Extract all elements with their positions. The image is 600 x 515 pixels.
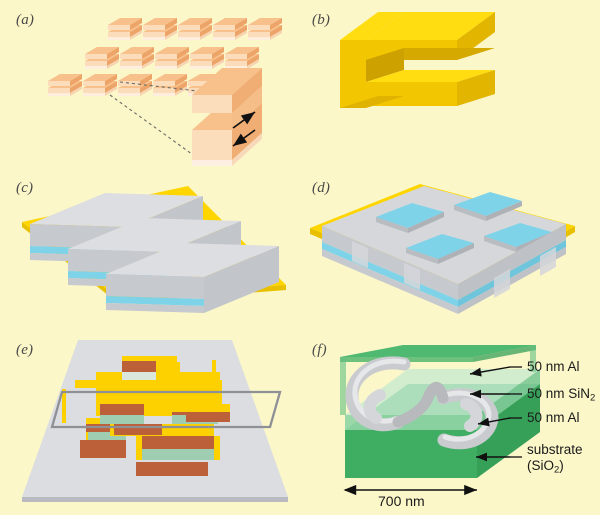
panel-label-c: (c) xyxy=(16,180,34,196)
callout-label-al-top: 50 nm Al xyxy=(527,359,580,374)
callout-label-substrate-line2-end: ) xyxy=(559,457,564,473)
panel-c-artwork xyxy=(22,186,286,313)
callout-label-sin2: 50 nm SiN2 xyxy=(527,386,595,404)
fishnet-apertures xyxy=(376,192,552,264)
callout-label-al-bottom: 50 nm Al xyxy=(527,410,580,425)
callout-label-substrate-line2: (SiO xyxy=(527,457,554,473)
current-direction-arrows xyxy=(232,111,256,147)
callout-label-substrate: substrate (SiO2) xyxy=(527,442,583,476)
panel-f-artwork xyxy=(340,345,540,496)
unit-cell-wireframe xyxy=(50,390,282,429)
magnified-unit-cell xyxy=(192,68,262,166)
panel-label-f: (f) xyxy=(312,342,327,358)
callout-label-substrate-subscript: 2 xyxy=(554,464,560,476)
panel-b-artwork xyxy=(340,12,495,108)
dimension-label-700nm: 700 nm xyxy=(378,493,425,509)
callout-arrow-al-top xyxy=(469,366,511,377)
callout-label-substrate-line1: substrate xyxy=(527,442,583,457)
panel-f-callout-arrows xyxy=(469,366,511,462)
magnifier-guide-lines xyxy=(109,81,233,158)
callout-label-sin2-text: 50 nm SiN xyxy=(527,386,591,401)
grating-stripe-front xyxy=(106,243,279,313)
panel-d-artwork xyxy=(310,184,575,314)
panel-a-artwork xyxy=(48,18,282,166)
panel-label-a: (a) xyxy=(16,12,35,28)
multilayer-stack xyxy=(62,356,230,476)
panel-label-b: (b) xyxy=(312,12,331,28)
panel-label-e: (e) xyxy=(16,342,34,358)
callout-label-sin2-subscript: 2 xyxy=(590,392,596,404)
panel-label-d: (d) xyxy=(312,180,331,196)
s-shaped-al-resonator xyxy=(345,356,499,450)
callout-arrow-al-bottom xyxy=(477,417,511,427)
panel-e-artwork xyxy=(22,340,288,502)
